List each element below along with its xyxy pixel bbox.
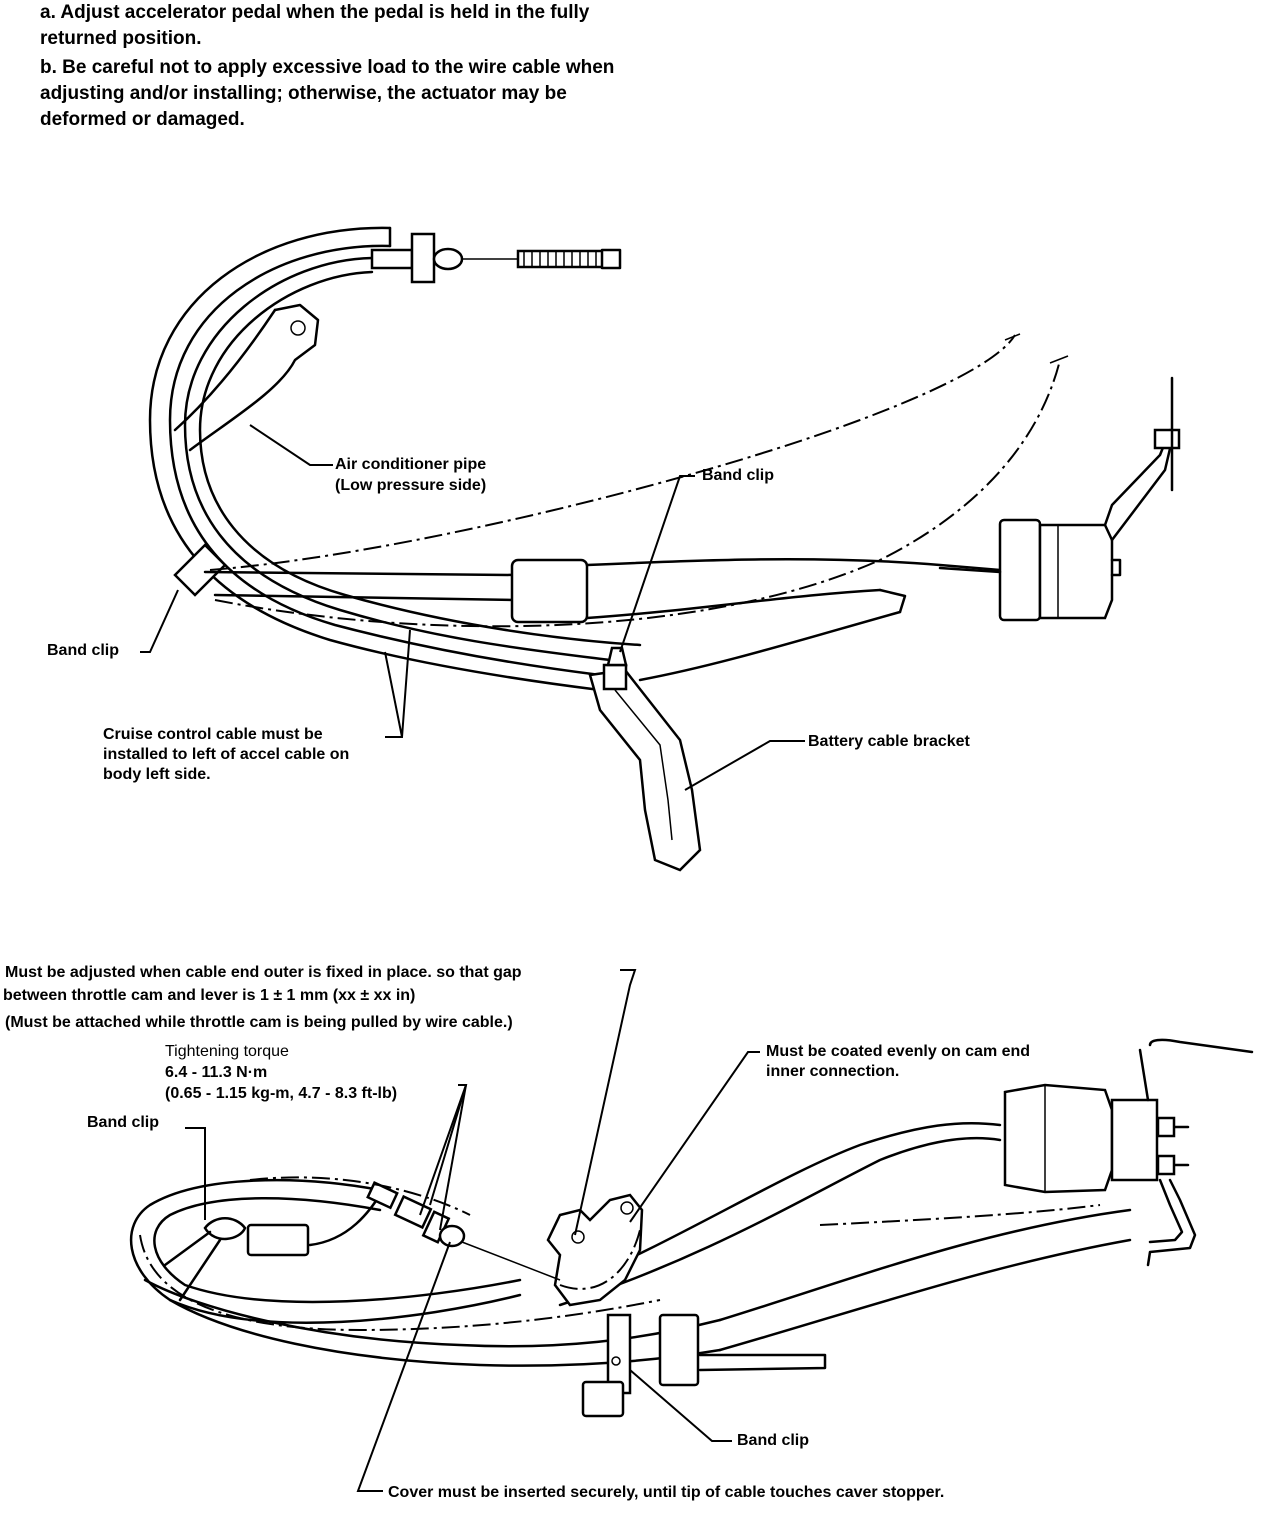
upper-leaders	[140, 424, 805, 791]
label-adjust-note-line2: between throttle cam and lever is 1 ± 1 …	[3, 987, 416, 1004]
label-battery-cable-bracket: Battery cable bracket	[808, 733, 970, 750]
label-adjust-note-line1: Must be adjusted when cable end outer is…	[5, 964, 522, 981]
label-air-conditioner-pipe-sub: (Low pressure side)	[335, 477, 487, 494]
lower-leaders	[185, 969, 760, 1492]
label-cover-note: Cover must be inserted securely, until t…	[388, 1484, 945, 1501]
instruction-a-text: a. Adjust accelerator pedal when the ped…	[40, 2, 590, 49]
label-air-conditioner-pipe: Air conditioner pipe	[335, 456, 487, 473]
label-band-clip-lower-bottom: Band clip	[737, 1432, 810, 1449]
instruction-b-text: b. Be careful not to apply excessive loa…	[40, 57, 615, 130]
label-adjust-note-line3: (Must be attached while throttle cam is …	[5, 1014, 513, 1031]
instruction-b: b. Be careful not to apply excessive loa…	[40, 55, 640, 133]
label-torque-alt: (0.65 - 1.15 kg-m, 4.7 - 8.3 ft-lb)	[165, 1085, 398, 1102]
instruction-a: a. Adjust accelerator pedal when the ped…	[40, 0, 640, 52]
label-band-clip-lower-left: Band clip	[87, 1114, 160, 1131]
label-torque-value: 6.4 - 11.3 N·m	[165, 1064, 268, 1081]
label-coated-note: Must be coated evenly on cam end inner c…	[766, 1043, 1031, 1080]
upper-diagram	[148, 226, 1181, 872]
label-band-clip-upper-left: Band clip	[47, 642, 120, 659]
label-torque-title: Tightening torque	[165, 1043, 289, 1060]
label-band-clip-upper-right: Band clip	[702, 467, 775, 484]
lower-diagram	[129, 1038, 1254, 1418]
label-cruise-control-note: Cruise control cable must be installed t…	[103, 726, 350, 783]
